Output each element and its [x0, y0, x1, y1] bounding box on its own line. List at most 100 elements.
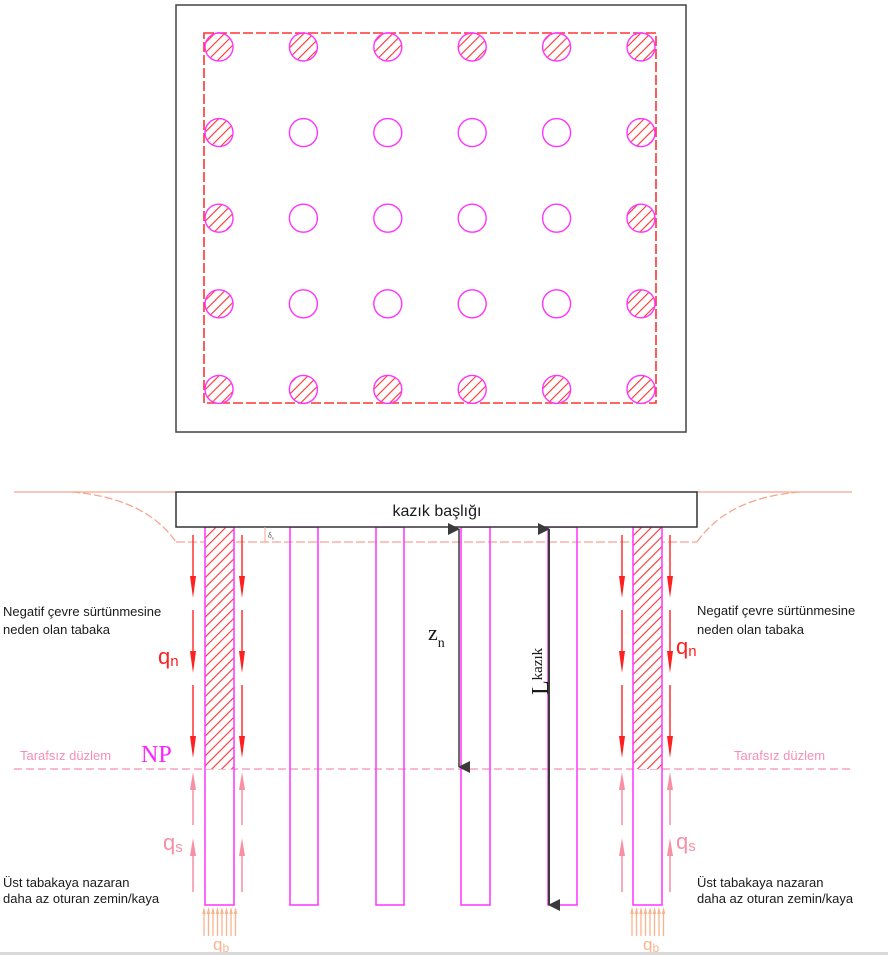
plan-pile-grid [204, 32, 656, 405]
shaft-resistance-arrowhead [190, 772, 196, 790]
plan-pile-hatched [457, 32, 487, 62]
negative-friction-arrowhead [667, 651, 673, 673]
plan-pile [373, 117, 403, 148]
shaft-resistance-arrowhead [239, 772, 245, 790]
pile-outline [460, 526, 491, 906]
plan-pile [541, 289, 572, 319]
plan-pile-hatched [373, 374, 403, 405]
base-resistance-arrowhead [233, 907, 238, 914]
base-resistance-arrowhead [202, 907, 206, 914]
base-resistance-arrowhead [220, 907, 224, 914]
plan-pile [373, 203, 403, 233]
plan-pile-hatched [204, 203, 234, 233]
inner-pile [289, 526, 319, 906]
negative-friction-arrowhead [619, 736, 625, 758]
plan-pile [541, 203, 572, 233]
negative-friction-arrowhead [239, 736, 245, 758]
negative-friction-layer-label-right: Negatif çevre sürtünmesine neden olan ta… [697, 603, 859, 637]
negative-friction-arrowhead [619, 576, 625, 598]
plan-pile [373, 289, 403, 319]
plan-pile-hatched [204, 374, 234, 405]
plan-pile-hatched [626, 289, 656, 319]
plan-pile-hatched [541, 32, 572, 62]
negative-friction-arrowhead [667, 576, 673, 598]
plan-pile [288, 289, 319, 319]
pile-outline [289, 526, 319, 906]
hatched-pile-segment [205, 527, 234, 769]
base-resistance-arrowhead [648, 907, 652, 914]
inner-pile [375, 526, 405, 906]
plan-pile [288, 117, 319, 148]
stiffer-layer-label-right: Üst tabakaya nazaran daha az oturan zemi… [697, 875, 854, 906]
qn-label-right: qn [676, 634, 697, 660]
inner-pile [547, 526, 578, 906]
plan-pile [288, 203, 319, 233]
shaft-resistance-arrowhead [239, 838, 245, 856]
settlement-curve-right [696, 491, 801, 543]
np-symbol: NP [141, 742, 172, 768]
section-piles [204, 526, 663, 906]
lkazik-label: Lkazık [528, 647, 554, 695]
shaft-resistance-arrowhead [619, 772, 625, 790]
edge-pile [204, 526, 235, 906]
base-resistance-arrowhead [643, 907, 648, 914]
plan-pile-hatched [204, 32, 234, 62]
stiffer-layer-label-left: Üst tabakaya nazaran daha az oturan zemi… [3, 875, 160, 906]
plan-pile-hatched [626, 374, 656, 405]
shaft-resistance-arrowhead [190, 838, 196, 856]
bottom-border [0, 952, 888, 955]
qb-label-right: qb [643, 935, 659, 955]
base-resistance-arrowhead [634, 907, 639, 914]
zn-label: zn [428, 620, 445, 651]
shaft-resistance-arrowhead [667, 772, 673, 790]
negative-friction-arrowhead [190, 651, 196, 673]
base-resistance-arrowhead [661, 907, 666, 914]
plan-pile [457, 203, 487, 233]
negative-friction-arrowhead [239, 651, 245, 673]
base-resistance-arrowhead [215, 907, 220, 914]
section-view: kazık başlığı δv zn Lkazık Negatif çevre… [3, 491, 859, 955]
negative-friction-arrowhead [667, 736, 673, 758]
neutral-plane-label-right: Tarafsız düzlem [734, 748, 825, 763]
base-resistance-arrowhead [630, 907, 634, 914]
plan-pile [457, 117, 487, 148]
inner-pile [460, 526, 491, 906]
base-resistance-arrowhead [229, 907, 233, 914]
plan-pile-hatched [288, 32, 319, 62]
base-resistance-arrowhead [206, 907, 211, 914]
plan-pile-hatched [288, 374, 319, 405]
force-arrows [190, 535, 673, 936]
plan-pile-hatched [626, 32, 656, 62]
plan-pile-hatched [457, 374, 487, 405]
plan-pile-hatched [373, 32, 403, 62]
base-resistance-arrowhead [224, 907, 229, 914]
negative-friction-arrowhead [239, 576, 245, 598]
qs-label-right: qs [676, 829, 696, 855]
shaft-resistance-arrowhead [619, 838, 625, 856]
base-resistance-arrowhead [652, 907, 657, 914]
plan-pile-hatched [204, 117, 234, 148]
plan-pile-hatched [626, 117, 656, 148]
negative-friction-arrowhead [190, 576, 196, 598]
shaft-resistance-arrowhead [667, 838, 673, 856]
plan-pile-hatched [541, 374, 572, 405]
plan-group-boundary [203, 32, 657, 404]
qn-label-left: qn [158, 644, 179, 670]
negative-friction-arrowhead [190, 736, 196, 758]
edge-pile [632, 526, 663, 906]
neutral-plane-label-left: Tarafsız düzlem [20, 748, 111, 763]
plan-pile-cap-outline [175, 4, 687, 433]
base-resistance-arrowhead [211, 907, 215, 914]
delta-v-label: δv [268, 531, 275, 542]
pile-outline [547, 526, 578, 906]
settlement-curve-left [71, 491, 177, 543]
negative-friction-arrowhead [619, 651, 625, 673]
plan-pile [541, 117, 572, 148]
base-resistance-arrowhead [657, 907, 661, 914]
plan-pile-hatched [204, 289, 234, 319]
pile-cap-label: kazık başlığı [393, 503, 482, 520]
pile-cap [175, 491, 698, 528]
pile-outline [375, 526, 405, 906]
qs-label-left: qs [163, 830, 183, 856]
